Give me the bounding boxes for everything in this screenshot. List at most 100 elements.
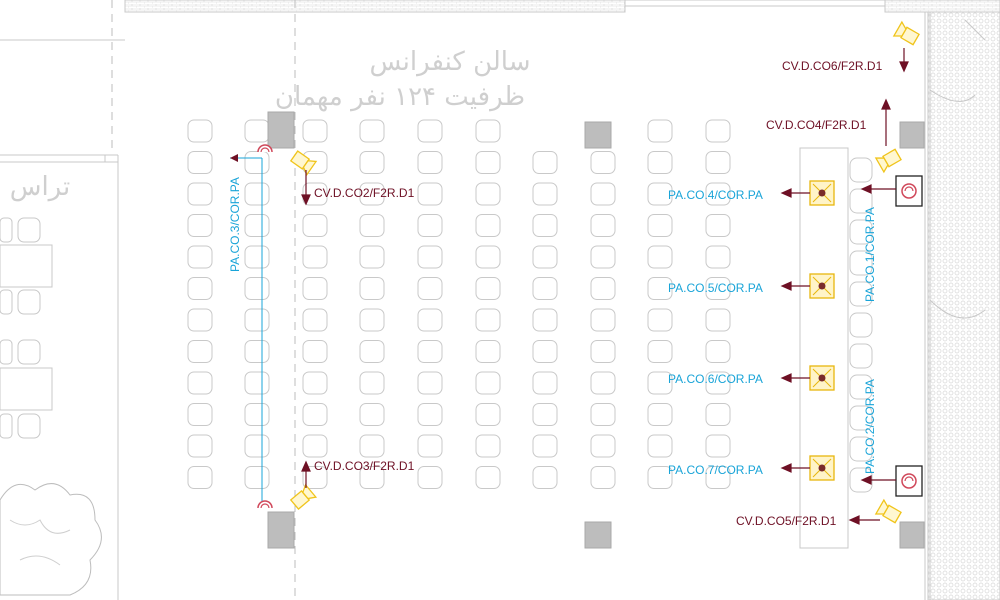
camera-label: CV.D.CO2/F2R.D1 <box>314 186 415 200</box>
chair <box>590 371 616 395</box>
camera-icon <box>289 483 318 511</box>
chair <box>705 466 731 489</box>
chair <box>849 374 873 400</box>
chair <box>849 281 873 307</box>
chair <box>302 434 328 458</box>
chair <box>187 371 213 395</box>
chair <box>590 151 616 174</box>
chair <box>359 466 385 489</box>
speaker-label: PA.CO.5/COR.PA <box>668 281 763 295</box>
chair <box>647 245 673 269</box>
camera-label: CV.D.CO5/F2R.D1 <box>736 514 837 528</box>
chair <box>244 371 270 395</box>
chair <box>244 182 270 206</box>
column <box>267 111 295 149</box>
chair <box>590 182 616 206</box>
chair <box>244 119 270 143</box>
chair <box>532 214 558 237</box>
chair <box>532 151 558 174</box>
chair <box>244 434 270 458</box>
chair <box>590 403 616 426</box>
chair <box>244 466 270 489</box>
column <box>899 121 925 149</box>
column <box>267 511 295 549</box>
chair <box>187 466 213 489</box>
chair <box>849 436 873 462</box>
chair <box>475 308 501 332</box>
chair <box>244 308 270 332</box>
chair <box>417 434 443 458</box>
chair <box>359 371 385 395</box>
chair <box>849 312 873 338</box>
chair <box>647 277 673 300</box>
seating-chairs <box>187 119 873 493</box>
chair <box>647 214 673 237</box>
chair <box>359 214 385 237</box>
chair <box>302 371 328 395</box>
speaker-label: PA.CO.7/COR.PA <box>668 463 763 477</box>
chair <box>475 214 501 237</box>
chair <box>475 151 501 174</box>
chair <box>705 214 731 237</box>
horn-speaker-box-icon <box>895 465 923 497</box>
chair <box>705 182 731 206</box>
columns <box>267 111 925 549</box>
chair <box>187 182 213 206</box>
chair <box>417 182 443 206</box>
chair <box>590 277 616 300</box>
chair <box>302 308 328 332</box>
chair <box>244 403 270 426</box>
chair <box>532 182 558 206</box>
chair <box>302 119 328 143</box>
room-capacity: ظرفیت ۱۲۴ نفر مهمان <box>275 82 525 112</box>
chair <box>417 308 443 332</box>
chair <box>302 466 328 489</box>
column <box>584 121 612 149</box>
chair <box>302 182 328 206</box>
chair <box>532 308 558 332</box>
chair <box>187 277 213 300</box>
chair <box>359 151 385 174</box>
camera-arrows <box>301 48 909 525</box>
chair <box>849 250 873 276</box>
chair <box>849 343 873 369</box>
arrow-icon <box>230 154 238 162</box>
chair <box>417 214 443 237</box>
chair <box>475 182 501 206</box>
chair <box>187 403 213 426</box>
room-title: سالن کنفرانس <box>369 47 530 77</box>
chair <box>705 119 731 143</box>
chair <box>475 277 501 300</box>
chair <box>417 277 443 300</box>
chair <box>417 466 443 489</box>
chair <box>590 245 616 269</box>
chair <box>302 277 328 300</box>
chair <box>647 371 673 395</box>
ceiling-speaker-icon <box>809 273 835 299</box>
chair <box>417 119 443 143</box>
speaker-arrows <box>780 184 896 485</box>
chair <box>532 340 558 363</box>
chair <box>302 340 328 363</box>
chair <box>187 119 213 143</box>
chair <box>849 157 873 183</box>
horn-speaker-icon <box>257 144 273 153</box>
camera-icon <box>874 498 902 524</box>
chair <box>705 371 731 395</box>
horn-speakers <box>257 144 923 509</box>
terrace-label: تراس <box>10 172 71 202</box>
chair <box>417 403 443 426</box>
chair <box>705 308 731 332</box>
chair <box>705 151 731 174</box>
chair <box>187 151 213 174</box>
chair <box>187 214 213 237</box>
chair <box>532 245 558 269</box>
chair <box>590 434 616 458</box>
vertical-speaker-label: PA.CO.2/COR.PA <box>863 379 877 474</box>
camera-label: CV.D.CO4/F2R.D1 <box>766 118 867 132</box>
chair <box>532 371 558 395</box>
chair <box>647 403 673 426</box>
chair <box>187 434 213 458</box>
